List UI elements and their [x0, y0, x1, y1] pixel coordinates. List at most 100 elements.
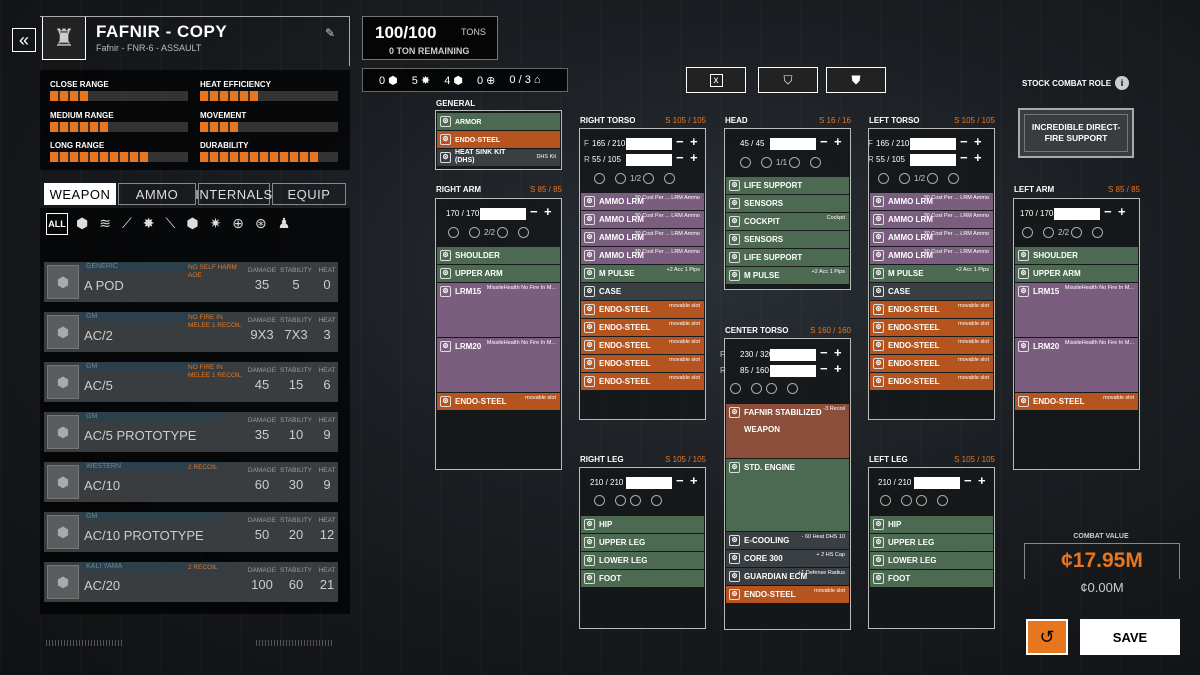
- slot-item[interactable]: ⚙UPPER ARM: [1015, 265, 1138, 282]
- slot-item[interactable]: ⚙FOOT: [870, 570, 993, 587]
- tab-weapon[interactable]: WEAPON: [44, 183, 116, 205]
- armor-increase[interactable]: +: [978, 473, 986, 488]
- slot-item[interactable]: ⚙LIFE SUPPORT: [726, 177, 849, 194]
- armor-input[interactable]: [770, 138, 816, 150]
- slot-item[interactable]: ⚙SHOULDER: [437, 247, 560, 264]
- slot-item[interactable]: ⚙E-COOLING- 60 Heat DHS 10: [726, 532, 849, 549]
- armor-decrease[interactable]: −: [530, 204, 538, 219]
- armor-decrease[interactable]: −: [820, 345, 828, 360]
- ballistic-filter-icon[interactable]: ⬢: [76, 215, 100, 231]
- slot-item[interactable]: ⚙SENSORS: [726, 231, 849, 248]
- back-button[interactable]: «: [12, 28, 36, 52]
- armor-decrease[interactable]: −: [820, 134, 828, 149]
- general-item[interactable]: ⚙HEAT SINK KIT (DHS)DHS Kit: [437, 149, 560, 166]
- slot-item[interactable]: ⚙UPPER ARM: [437, 265, 560, 282]
- slot-item[interactable]: ⚙SHOULDER: [1015, 247, 1138, 264]
- general-item[interactable]: ⚙ENDO-STEEL: [437, 131, 560, 148]
- armor-decrease[interactable]: −: [960, 150, 968, 165]
- support-filter-icon[interactable]: ✸: [142, 215, 166, 231]
- tab-internals[interactable]: INTERNALS: [195, 183, 272, 205]
- armor-decrease[interactable]: −: [676, 473, 684, 488]
- slot-item[interactable]: ⚙HIP: [870, 516, 993, 533]
- armor-input[interactable]: [626, 477, 672, 489]
- reset-button[interactable]: ↺: [1026, 619, 1068, 655]
- ammo-filter-icon[interactable]: ⬢: [186, 215, 210, 231]
- general-item[interactable]: ⚙ARMOR: [437, 113, 560, 130]
- armor-input[interactable]: [1054, 208, 1100, 220]
- armor-decrease[interactable]: −: [820, 361, 828, 376]
- slot-item[interactable]: ⚙M PULSE+2 Acc 1 Pips: [581, 265, 704, 282]
- armor-input[interactable]: [910, 138, 956, 150]
- strip-equipment-button[interactable]: x: [686, 67, 746, 93]
- slot-item[interactable]: ⚙M PULSE+2 Acc 1 Pips: [726, 267, 849, 284]
- slot-item[interactable]: ⚙FOOT: [581, 570, 704, 587]
- slot-item[interactable]: ⚙GUARDIAN ECM+1 Defense Radius: [726, 568, 849, 585]
- max-armor-button[interactable]: ⛊: [826, 67, 886, 93]
- armor-decrease[interactable]: −: [1104, 204, 1112, 219]
- melee-filter-icon[interactable]: ⟍: [165, 215, 187, 231]
- slot-item[interactable]: ⚙CORE 300+ 2 HS Cap: [726, 550, 849, 567]
- armor-input[interactable]: [626, 154, 672, 166]
- slot-item[interactable]: ⚙LOWER LEG: [581, 552, 704, 569]
- armor-input[interactable]: [914, 477, 960, 489]
- armor-increase[interactable]: +: [974, 134, 982, 149]
- slot-item[interactable]: ⚙FAFNIR STABILIZED WEAPON-3 Recoil: [726, 404, 849, 458]
- armor-increase[interactable]: +: [690, 473, 698, 488]
- mech-filter-icon[interactable]: ♟: [277, 215, 302, 231]
- slot-item[interactable]: ⚙M PULSE+2 Acc 1 Pips: [870, 265, 993, 282]
- edit-icon[interactable]: ✎: [325, 26, 336, 40]
- armor-input[interactable]: [770, 365, 816, 377]
- missile-filter-icon[interactable]: ⟋: [121, 215, 143, 231]
- slot-item[interactable]: ⚙LIFE SUPPORT: [726, 249, 849, 266]
- armor-increase[interactable]: +: [834, 134, 842, 149]
- slot-item[interactable]: ⚙STD. ENGINE: [726, 459, 849, 531]
- armor-increase[interactable]: +: [690, 134, 698, 149]
- armor-decrease[interactable]: −: [960, 134, 968, 149]
- slot-item[interactable]: ⚙SENSORS: [726, 195, 849, 212]
- filter-all-button[interactable]: ALL: [46, 213, 68, 235]
- armor-input[interactable]: [910, 154, 956, 166]
- armor-input[interactable]: [770, 349, 816, 361]
- armor-input[interactable]: [480, 208, 526, 220]
- slot-item[interactable]: ⚙UPPER LEG: [870, 534, 993, 551]
- armor-increase[interactable]: +: [690, 150, 698, 165]
- armor-increase[interactable]: +: [1118, 204, 1126, 219]
- armor-increase[interactable]: +: [834, 345, 842, 360]
- globe-filter-icon[interactable]: ⊛: [255, 215, 278, 231]
- armor-increase[interactable]: +: [974, 150, 982, 165]
- armor-increase[interactable]: +: [834, 361, 842, 376]
- tab-ammo[interactable]: AMMO: [118, 183, 196, 205]
- strip-armor-button[interactable]: ⛉: [758, 67, 818, 93]
- explosive-filter-icon[interactable]: ✷: [209, 215, 233, 231]
- target-filter-icon[interactable]: ⊕: [232, 215, 256, 231]
- energy-filter-icon[interactable]: ≋: [99, 215, 122, 231]
- slot-item[interactable]: ⚙HIP: [581, 516, 704, 533]
- info-icon[interactable]: i: [1115, 76, 1129, 90]
- slot-item[interactable]: ⚙UPPER LEG: [581, 534, 704, 551]
